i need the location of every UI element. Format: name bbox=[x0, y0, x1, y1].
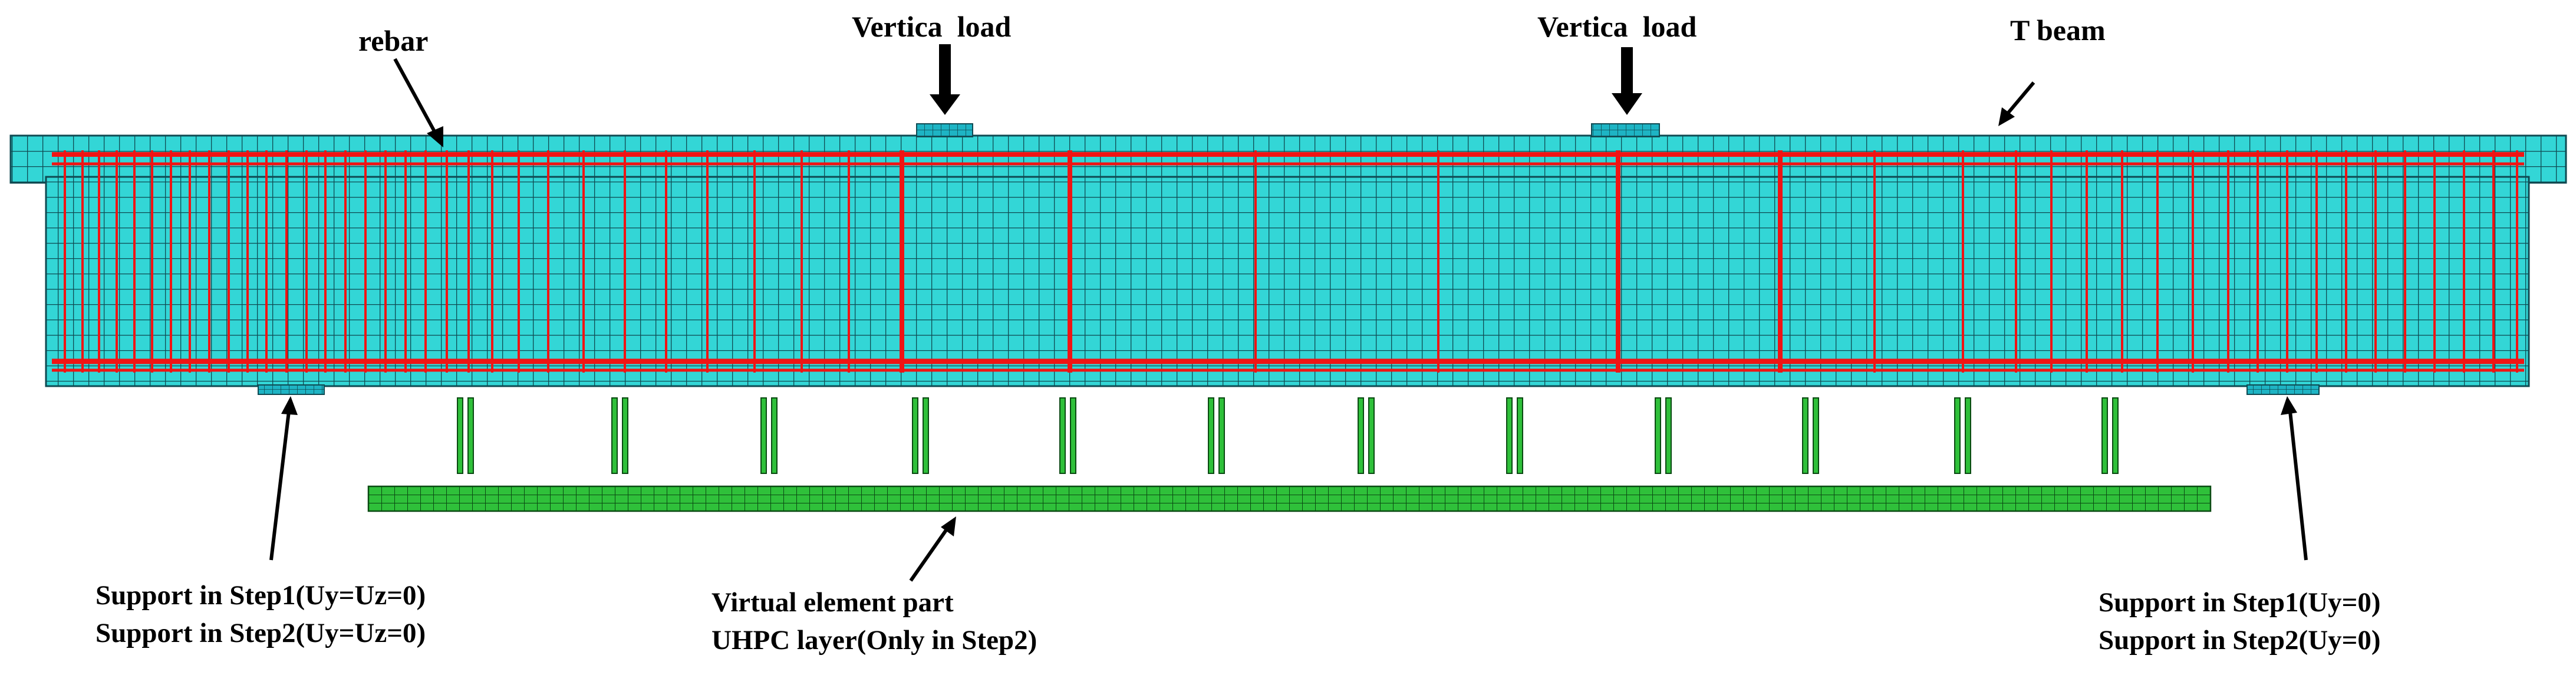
t-beam-web bbox=[45, 176, 2530, 387]
load-arrow-left bbox=[930, 44, 960, 115]
pointer-arrow-icon bbox=[1998, 81, 2035, 126]
connector-stud bbox=[611, 397, 618, 474]
connector-stud bbox=[1506, 397, 1513, 474]
connector-stud bbox=[1208, 397, 1214, 474]
t-beam bbox=[9, 134, 2567, 387]
connector-stud bbox=[1965, 397, 1971, 474]
virtual-element-label: Virtual element part UHPC layer(Only in … bbox=[711, 584, 1037, 659]
connector-stud bbox=[1358, 397, 1364, 474]
connector-stud bbox=[912, 397, 918, 474]
down-arrow-head bbox=[930, 94, 960, 115]
connector-stud bbox=[1954, 397, 1961, 474]
pointer-arrow-icon bbox=[393, 58, 443, 147]
connector-stud bbox=[2112, 397, 2119, 474]
connector-stud bbox=[1517, 397, 1523, 474]
pointer-arrow-icon bbox=[909, 516, 956, 582]
support-left-label: Support in Step1(Uy=Uz=0) Support in Ste… bbox=[95, 577, 426, 652]
down-arrow-icon bbox=[1621, 47, 1633, 96]
load-plate-right bbox=[1591, 123, 1660, 137]
connector-stud bbox=[1655, 397, 1661, 474]
uhpc-layer-note: UHPC layer(Only in Step2) bbox=[711, 625, 1037, 656]
support-right-step2: Support in Step2(Uy=0) bbox=[2099, 625, 2381, 656]
load-plate-left bbox=[916, 123, 973, 137]
shear-connector bbox=[1655, 397, 1672, 474]
connector-stud bbox=[1813, 397, 1819, 474]
connector-stud bbox=[1665, 397, 1672, 474]
pointer-arrow-icon bbox=[2281, 396, 2308, 561]
vertical-load-right-label: Vertica load bbox=[1537, 10, 1697, 43]
connector-stud bbox=[1368, 397, 1375, 474]
support-left-step1: Support in Step1(Uy=Uz=0) bbox=[95, 580, 426, 611]
support-right-label: Support in Step1(Uy=0) Support in Step2(… bbox=[2099, 584, 2381, 659]
pointer-arrow-icon bbox=[269, 396, 298, 561]
t-beam-flange bbox=[9, 134, 2567, 184]
shear-connector bbox=[2101, 397, 2119, 474]
uhpc-layer bbox=[367, 485, 2212, 512]
shear-connector bbox=[1358, 397, 1375, 474]
pointer-arrows bbox=[269, 58, 2308, 582]
load-plates bbox=[916, 123, 1660, 137]
rebar-label: rebar bbox=[358, 24, 429, 57]
connector-stud bbox=[1218, 397, 1225, 474]
shear-connector bbox=[1506, 397, 1523, 474]
shear-connector bbox=[1059, 397, 1076, 474]
connector-stud bbox=[923, 397, 929, 474]
t-beam-label: T beam bbox=[2010, 14, 2106, 47]
shear-connectors bbox=[457, 397, 2119, 474]
connector-stud bbox=[771, 397, 778, 474]
connector-stud bbox=[457, 397, 463, 474]
connector-stud bbox=[467, 397, 474, 474]
support-plate-left bbox=[258, 384, 325, 395]
shear-connector bbox=[760, 397, 778, 474]
down-arrow-head bbox=[1612, 93, 1642, 115]
vertical-load-left-label: Vertica load bbox=[852, 10, 1012, 43]
connector-stud bbox=[760, 397, 767, 474]
shear-connector bbox=[1802, 397, 1819, 474]
support-left-step2: Support in Step2(Uy=Uz=0) bbox=[95, 618, 426, 648]
shear-connector bbox=[611, 397, 628, 474]
connector-stud bbox=[1070, 397, 1076, 474]
down-arrow-icon bbox=[939, 44, 951, 97]
shear-connector bbox=[912, 397, 929, 474]
support-plates bbox=[258, 384, 2320, 395]
support-plate-right bbox=[2246, 384, 2320, 395]
load-arrow-right bbox=[1612, 47, 1642, 115]
connector-stud bbox=[622, 397, 628, 474]
shear-connector bbox=[457, 397, 474, 474]
shear-connector bbox=[1954, 397, 1971, 474]
connector-stud bbox=[2101, 397, 2108, 474]
support-right-step1: Support in Step1(Uy=0) bbox=[2099, 587, 2381, 618]
connector-stud bbox=[1059, 397, 1066, 474]
virtual-element-part: Virtual element part bbox=[711, 587, 954, 618]
shear-connector bbox=[1208, 397, 1225, 474]
connector-stud bbox=[1802, 397, 1809, 474]
rebar-cage bbox=[52, 150, 2524, 373]
